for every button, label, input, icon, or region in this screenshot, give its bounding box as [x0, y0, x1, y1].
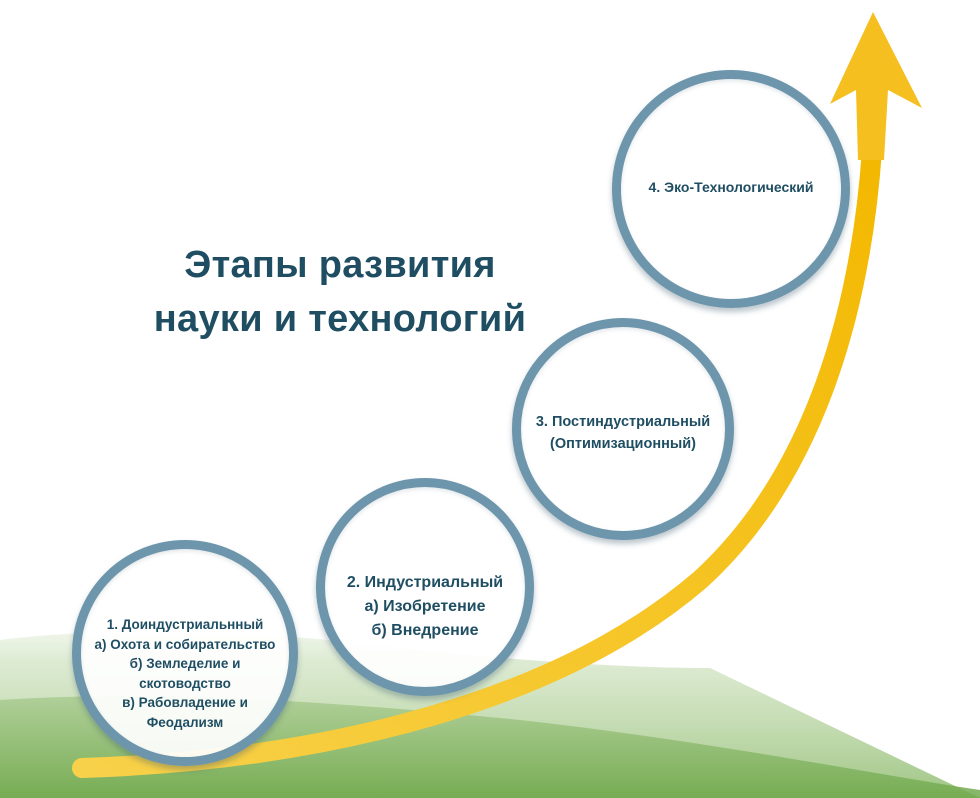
- stage-2-circle: 2. Индустриальный а) Изобретение б) Внед…: [316, 478, 534, 696]
- stage-1-text: 1. Доиндустриальнный а) Охота и собирате…: [81, 615, 289, 732]
- stage-3-text: 3. Постиндустриальный (Оптимизационный): [521, 411, 725, 455]
- stage-1-line-6: Феодализм: [146, 714, 224, 730]
- growth-arrow-shaft: [72, 140, 882, 778]
- stage-3-line-2: (Оптимизационный): [550, 436, 696, 452]
- stage-2-line-2: а) Изобретение: [364, 598, 486, 615]
- stage-3-circle: 3. Постиндустриальный (Оптимизационный): [512, 318, 734, 540]
- title-line-1: Этапы развития: [184, 244, 496, 286]
- diagram-title: Этапы развития науки и технологий: [105, 238, 575, 346]
- stage-2-line-1: 2. Индустриальный: [346, 574, 504, 591]
- stage-2-text: 2. Индустриальный а) Изобретение б) Внед…: [325, 571, 525, 643]
- stage-2-line-3: б) Внедрение: [371, 622, 479, 639]
- growth-arrow-head: [830, 12, 922, 160]
- stage-3-line-1: 3. Постиндустриальный: [535, 414, 711, 430]
- title-line-2: науки и технологий: [153, 298, 527, 340]
- stage-4-text: 4. Эко-Технологический: [621, 177, 841, 197]
- stage-4-line-1: 4. Эко-Технологический: [648, 179, 814, 195]
- stage-1-line-1: 1. Доиндустриальнный: [106, 617, 264, 632]
- stage-1-line-3: б) Земледелие и: [129, 656, 241, 671]
- stage-1-line-5: в) Рабовладение и: [122, 695, 248, 710]
- stage-1-circle: 1. Доиндустриальнный а) Охота и собирате…: [72, 540, 298, 766]
- stage-1-line-4: скотоводство: [139, 675, 231, 691]
- stage-1-line-2: а) Охота и собирательство: [94, 636, 276, 652]
- stage-4-circle: 4. Эко-Технологический: [612, 70, 850, 308]
